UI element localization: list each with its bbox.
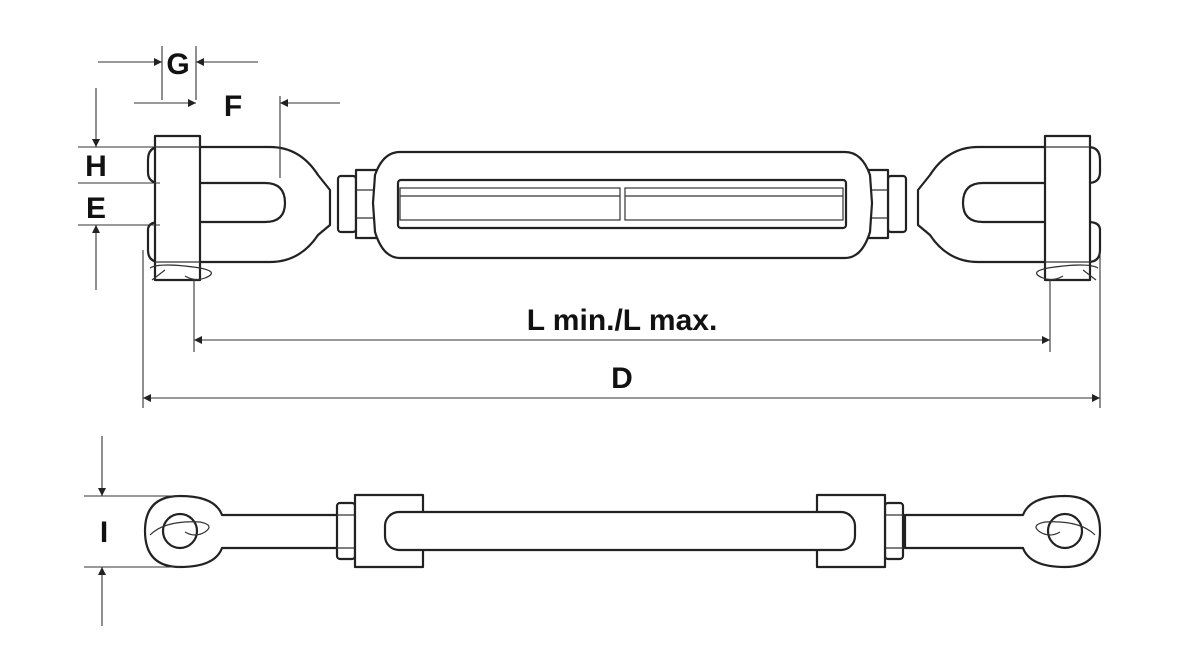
turnbuckle-top-view xyxy=(146,134,1102,282)
left-hex-nut xyxy=(336,174,358,234)
label-l: L min./L max. xyxy=(527,304,718,337)
label-h: H xyxy=(85,150,107,183)
right-nut-plan xyxy=(883,501,905,561)
label-i: I xyxy=(100,516,108,549)
turnbuckle-bottom-view xyxy=(143,493,1102,569)
right-eye xyxy=(903,494,1102,569)
right-pin xyxy=(1043,134,1092,282)
right-cotter-pin xyxy=(1036,264,1099,281)
body-slot xyxy=(396,178,848,230)
dimension-lines xyxy=(78,46,1101,626)
right-hex-nut xyxy=(886,174,908,234)
left-nut-plan xyxy=(335,501,357,561)
label-g: G xyxy=(166,48,189,81)
label-e: E xyxy=(86,192,106,225)
right-eye-hole xyxy=(1046,512,1084,550)
left-cotter-pin xyxy=(149,264,212,281)
label-d: D xyxy=(611,362,633,395)
left-eye-hole xyxy=(161,512,199,550)
label-f: F xyxy=(224,90,242,123)
left-eye xyxy=(143,494,342,569)
center-rod xyxy=(383,510,857,552)
left-pin xyxy=(153,134,202,282)
